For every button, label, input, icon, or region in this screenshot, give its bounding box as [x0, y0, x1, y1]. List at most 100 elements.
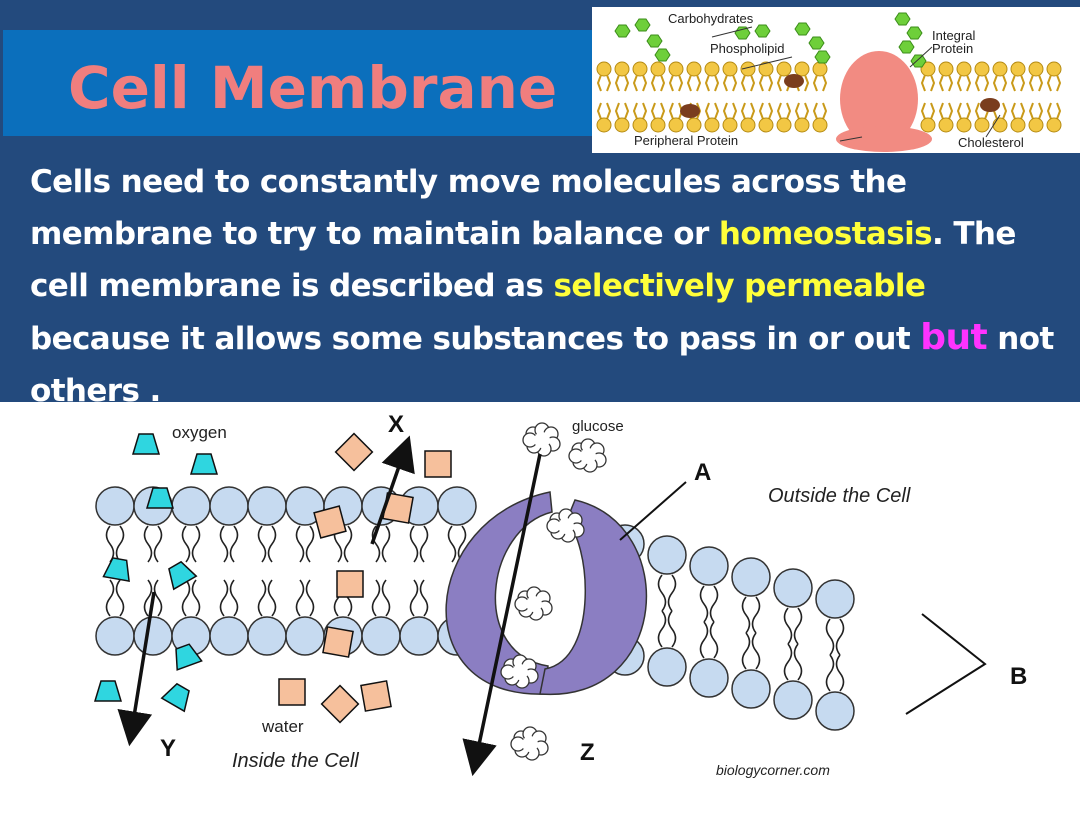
lipid-head — [171, 486, 211, 526]
carbohydrate-unit — [614, 24, 631, 38]
lipid-tail — [115, 579, 125, 617]
inside-cell-label: Inside the Cell — [232, 750, 359, 772]
y-label: Y — [160, 735, 176, 762]
lipid-tail — [229, 579, 239, 617]
lipid-head — [437, 486, 477, 526]
phospholipid-tail — [740, 102, 756, 120]
lipid-tail — [295, 525, 305, 563]
phospholipid-head — [920, 61, 936, 77]
phospholipid-head — [992, 117, 1008, 133]
phospholipid-head — [668, 61, 684, 77]
lipid-tail — [699, 585, 709, 623]
label-b-bracket — [905, 613, 987, 715]
carbohydrate-unit — [794, 22, 811, 36]
cholesterol-shapes — [680, 74, 1000, 118]
glucose-molecule — [514, 586, 553, 621]
lipid-tail — [219, 579, 229, 617]
lipid-head — [209, 486, 249, 526]
selectively-permeable-highlight: selectively permeable — [553, 268, 926, 304]
integral-protein-label-line2: Protein — [932, 41, 973, 56]
phospholipid-tail — [1046, 74, 1062, 92]
lipid-tail — [409, 525, 419, 563]
body-text-part3: because it allows some substances to pas… — [30, 321, 921, 357]
lipid-tail — [783, 643, 793, 681]
lipid-tail — [153, 525, 163, 563]
lipid-tail — [305, 525, 315, 563]
phospholipid-head — [614, 117, 630, 133]
lipid-head — [731, 557, 771, 597]
lipid-tail — [457, 525, 467, 563]
glucose-molecule — [568, 438, 607, 473]
phospholipid-tail — [668, 74, 684, 92]
x-label: X — [388, 411, 404, 438]
phospholipid-head — [722, 61, 738, 77]
lipid-tail — [115, 525, 125, 563]
phospholipid-head — [686, 61, 702, 77]
phospholipid-head — [812, 117, 828, 133]
b-label: B — [1010, 663, 1027, 690]
water-molecules — [278, 432, 452, 724]
phospholipid-tail — [1046, 102, 1062, 120]
phospholipid-head — [758, 61, 774, 77]
lipid-head — [247, 486, 287, 526]
lipid-head — [285, 616, 325, 656]
lipid-tail — [709, 585, 719, 623]
lipid-tail — [295, 579, 305, 617]
oxygen-label: oxygen — [172, 423, 227, 442]
phospholipid-head — [668, 117, 684, 133]
lipid-head — [95, 616, 135, 656]
oxygen-molecule — [168, 560, 198, 591]
carbohydrate-chains — [614, 12, 927, 68]
diffusion-diagram-svg: oxygen glucose water Outside the Cell In… — [93, 411, 1027, 778]
phospholipid-head — [614, 61, 630, 77]
phospholipid-head — [1046, 61, 1062, 77]
phospholipid-tail — [704, 74, 720, 92]
lipid-tail — [419, 579, 429, 617]
outside-cell-label: Outside the Cell — [768, 485, 911, 507]
lipid-tail — [181, 525, 191, 563]
lipid-tail — [409, 579, 419, 617]
lipid-head — [647, 535, 687, 575]
water-molecule — [322, 626, 354, 658]
phospholipid-head — [596, 61, 612, 77]
phospholipid-tail — [812, 102, 828, 120]
membrane-structure-diagram: Carbohydrates Phospholipid Integral Prot… — [592, 7, 1080, 153]
phospholipid-head — [974, 117, 990, 133]
page-title: Cell Membrane — [68, 54, 558, 122]
glucose-center — [558, 518, 574, 534]
phospholipid-tail — [632, 102, 648, 120]
phospholipid-tail — [992, 74, 1008, 92]
lipid-head — [361, 616, 401, 656]
lipid-tail — [143, 525, 153, 563]
phospholipid-tail — [794, 102, 810, 120]
lipid-head — [399, 616, 439, 656]
water-molecule — [278, 678, 306, 706]
phospholipid-tail — [956, 102, 972, 120]
carbohydrates-label: Carbohydrates — [668, 11, 754, 26]
phospholipid-head — [938, 61, 954, 77]
glucose-label: glucose — [572, 418, 624, 435]
phospholipid-tail — [722, 102, 738, 120]
diffusion-diagram: oxygen glucose water Outside the Cell In… — [0, 404, 1080, 810]
phospholipid-head — [758, 117, 774, 133]
oxygen-molecule — [131, 433, 161, 455]
phospholipid-tail — [776, 102, 792, 120]
phospholipid-label: Phospholipid — [710, 41, 784, 56]
phospholipid-tail — [920, 74, 936, 92]
lipid-head — [689, 546, 729, 586]
phospholipid-head — [596, 117, 612, 133]
phospholipid-tail — [722, 74, 738, 92]
lipid-tail — [447, 525, 457, 563]
lipid-tail — [741, 632, 751, 670]
lipid-tail — [825, 618, 835, 656]
oxygen-molecule — [160, 682, 190, 713]
phospholipid-tail — [1010, 74, 1026, 92]
lipid-head — [209, 616, 249, 656]
carbohydrate-unit — [754, 24, 771, 38]
glucose-center — [534, 432, 550, 448]
phospholipid-tail — [1010, 102, 1026, 120]
body-text-part2: . The cell membrane is described as — [30, 216, 1016, 304]
phospholipid-head — [992, 61, 1008, 77]
phospholipid-head — [812, 61, 828, 77]
glucose-molecule — [510, 726, 549, 761]
